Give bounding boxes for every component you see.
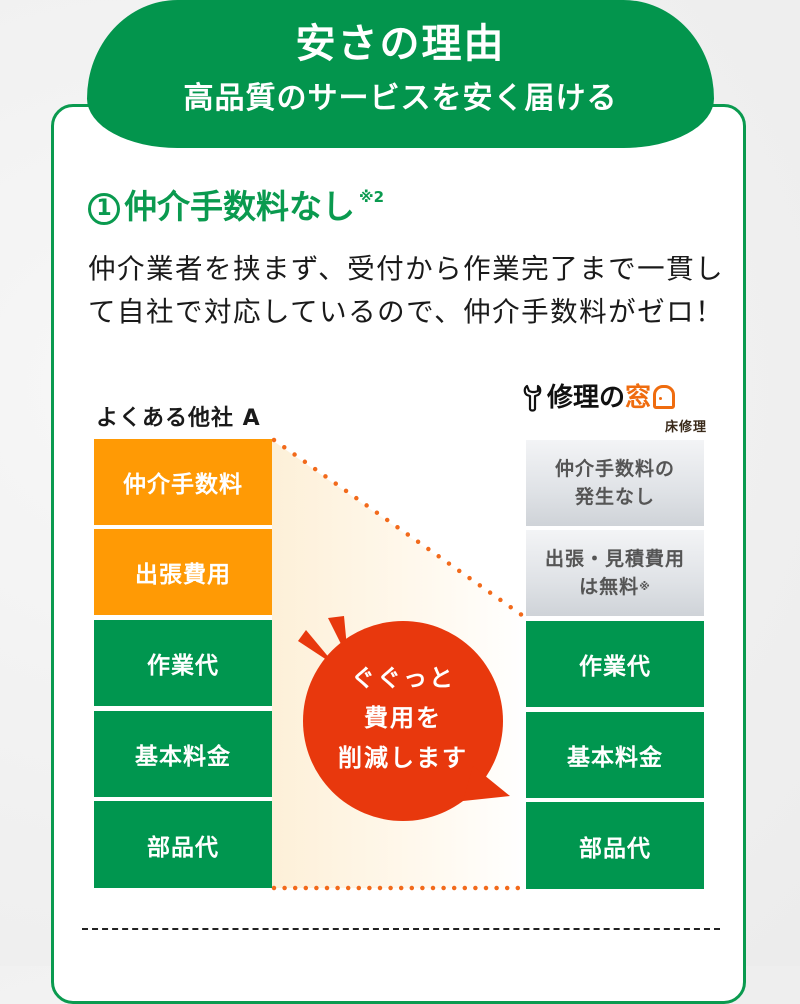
section-heading-text: 仲介手数料なし bbox=[124, 187, 355, 226]
speech-bubble-text: ぐぐっと 費用を 削減します bbox=[308, 658, 498, 778]
brand-block-free-estimate-line1: 出張・見積費用 bbox=[544, 548, 685, 570]
brand-logo: 修理の窓 床修理 bbox=[523, 381, 713, 435]
brand-block-free-estimate-note: ※ bbox=[639, 580, 651, 593]
speech-bubble-shape bbox=[298, 616, 510, 821]
other-block-labor: 作業代 bbox=[94, 620, 272, 706]
bubble-line-3: 削減します bbox=[338, 744, 468, 772]
savings-speech-bubble: ぐぐっと 費用を 削減します bbox=[298, 616, 510, 822]
section-body-text: 仲介業者を挟まず、受付から作業完了まで一貫して自社で対応しているので、仲介手数料… bbox=[88, 253, 725, 328]
brand-block-no-commission-line1: 仲介手数料の bbox=[554, 458, 675, 480]
other-block-parts: 部品代 bbox=[94, 801, 272, 888]
other-block-commission: 仲介手数料 bbox=[94, 439, 272, 525]
circled-number: 1 bbox=[88, 193, 120, 225]
brand-block-no-commission-line2: 発生なし bbox=[574, 486, 655, 508]
dashed-divider bbox=[82, 928, 720, 930]
footnote-mark: ※2 bbox=[359, 188, 385, 206]
other-block-basic-fee: 基本料金 bbox=[94, 711, 272, 797]
wrench-icon bbox=[523, 384, 542, 412]
brand-block-no-commission: 仲介手数料の 発生なし bbox=[526, 440, 704, 526]
brand-block-free-estimate-line2: は無料 bbox=[579, 576, 640, 598]
other-company-label: よくある他社 A bbox=[96, 406, 261, 431]
brand-name-main: 修理の bbox=[547, 383, 626, 413]
other-block-travel-fee: 出張費用 bbox=[94, 529, 272, 615]
brand-block-free-estimate: 出張・見積費用 は無料※ bbox=[526, 530, 704, 616]
dotted-connector-lines bbox=[271, 437, 529, 891]
brand-block-labor: 作業代 bbox=[526, 621, 704, 707]
bubble-line-2: 費用を bbox=[364, 704, 442, 732]
window-icon bbox=[653, 385, 676, 409]
brand-block-basic-fee: 基本料金 bbox=[526, 712, 704, 798]
brand-subtitle: 床修理 bbox=[664, 420, 707, 435]
header-title: 安さの理由 bbox=[295, 21, 506, 67]
brand-name: 修理の窓 bbox=[547, 381, 676, 415]
bubble-line-1: ぐぐっと bbox=[351, 664, 455, 692]
header-banner: 安さの理由 高品質のサービスを安く届ける bbox=[87, 0, 714, 148]
header-subtitle: 高品質のサービスを安く届ける bbox=[183, 81, 618, 116]
brand-name-accent: 窓 bbox=[625, 383, 652, 413]
brand-block-parts: 部品代 bbox=[526, 802, 704, 889]
